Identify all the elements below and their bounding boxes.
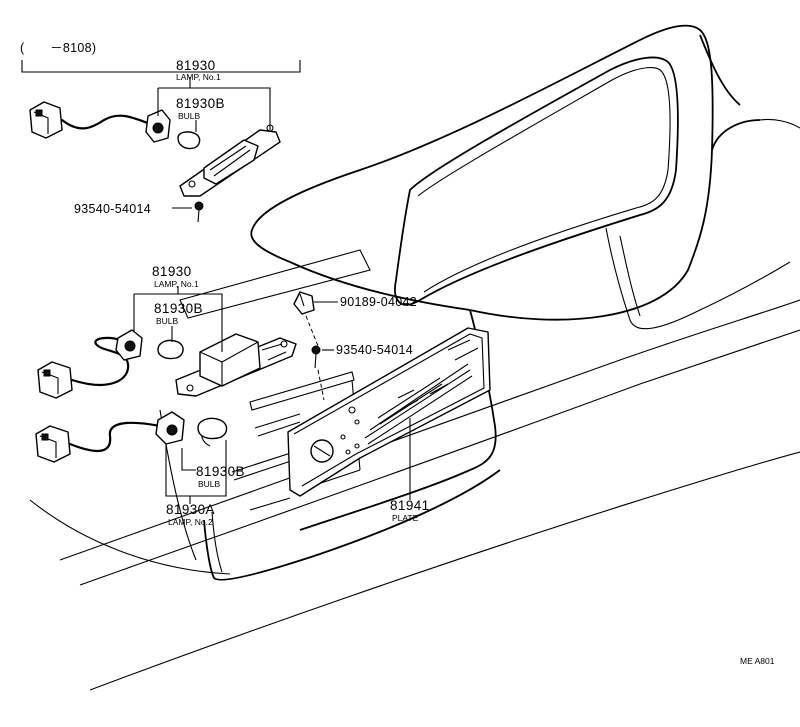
mid-lamp-name: LAMP, No.1 [154, 279, 199, 289]
labels: ( －8108) 81930 LAMP, No.1 81930B BULB 93… [20, 41, 775, 666]
mid-bulb-socket [115, 329, 184, 361]
top-lamp-name: LAMP, No.1 [176, 72, 221, 82]
date-range-label: ( －8108) [20, 41, 96, 55]
top-bulb-name: BULB [178, 111, 201, 121]
plate-grille [364, 339, 479, 445]
mid-lamp-housing [175, 333, 297, 397]
date-range-bracket [21, 60, 301, 73]
mid-lamp-number: 81930 [152, 264, 192, 279]
mid-bulb-number: 81930B [154, 301, 203, 316]
clip-dash-guide [305, 315, 319, 347]
mid-bulb-name: BULB [156, 316, 179, 326]
top-bulb-socket [145, 109, 201, 150]
plate-81941 [287, 327, 491, 497]
mid-screw-number: 93540-54014 [336, 343, 413, 357]
leader-mid-lamp-span [134, 293, 223, 352]
low-bulb-number: 81930B [196, 464, 245, 479]
leader-low-bulb [181, 448, 196, 471]
top-screw-number: 93540-54014 [74, 202, 151, 216]
leader-top-lamp-span [158, 87, 271, 130]
low-connector [35, 421, 162, 463]
leader-lamp2-span [165, 440, 227, 497]
clip-90189 [293, 291, 315, 315]
top-bulb-number: 81930B [176, 96, 225, 111]
plate-number: 81941 [390, 498, 430, 513]
figure-code: ME A801 [740, 656, 775, 666]
lamp2-name: LAMP, No.2 [168, 517, 213, 527]
screw-dash-guide [317, 369, 325, 401]
top-connector [29, 101, 152, 139]
lamp2-number: 81930A [166, 502, 215, 517]
plate-name: PLATE [392, 513, 419, 523]
mid-connector [37, 336, 130, 399]
top-lamp-number: 81930 [176, 58, 216, 73]
top-lamp-housing [179, 124, 281, 197]
top-screw [194, 201, 204, 223]
low-bulb-socket [155, 411, 228, 445]
mid-screw [311, 345, 321, 369]
clip-number: 90189-04042 [340, 295, 417, 309]
low-bulb-name: BULB [198, 479, 221, 489]
